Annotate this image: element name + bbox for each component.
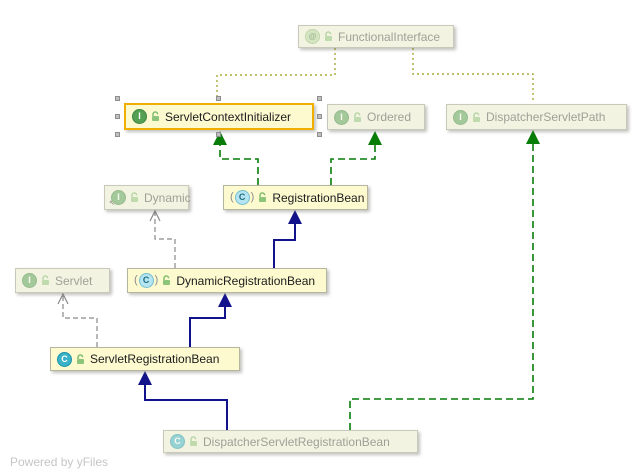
node-label: DynamicRegistrationBean <box>176 273 316 288</box>
node-dispatcher-servlet-registration-bean[interactable]: C DispatcherServletRegistrationBean <box>163 430 418 453</box>
unlocked-lock-icon <box>473 111 480 122</box>
edge-DispatcherServletRegistrationBean-to-ServletRegistrationBean-extends[interactable] <box>138 371 228 430</box>
node-ordered[interactable]: I Ordered <box>327 104 425 130</box>
unlocked-lock-icon <box>152 111 159 121</box>
unlocked-lock-icon <box>354 111 361 122</box>
selection-handle[interactable] <box>216 132 221 137</box>
open-arrowhead <box>57 292 69 305</box>
selection-handle[interactable] <box>115 132 120 137</box>
selection-handle[interactable] <box>317 132 322 137</box>
abstract-class-icon: (C) <box>134 273 159 288</box>
unlocked-lock-icon <box>131 192 138 202</box>
open-arrowhead <box>149 209 161 222</box>
edge-DynamicRegistrationBean-to-RegistrationBean-extends[interactable] <box>273 210 302 268</box>
edge-RegistrationBean-to-Ordered-implements[interactable] <box>330 131 382 185</box>
triangle-arrowhead <box>368 131 382 145</box>
interface-icon: I <box>453 109 468 125</box>
interface-icon: I <box>132 109 147 124</box>
class-icon: C <box>170 434 185 449</box>
node-dynamic-registration-bean[interactable]: (C) DynamicRegistrationBean <box>127 268 327 293</box>
node-dynamic[interactable]: I↖ Dynamic <box>104 185 191 210</box>
edge-DynamicRegistrationBean-to-Dynamic-implements-faded[interactable] <box>149 209 176 268</box>
node-label: FunctionalInterface <box>338 29 441 44</box>
nested-interface-icon: I↖ <box>109 190 126 207</box>
node-label: Ordered <box>367 110 412 124</box>
node-registration-bean[interactable]: (C) RegistrationBean <box>223 185 368 210</box>
selection-handle[interactable] <box>317 114 322 119</box>
node-dispatcher-servlet-path[interactable]: I DispatcherServletPath <box>446 104 627 130</box>
triangle-arrowhead <box>138 371 152 385</box>
selection-handle[interactable] <box>115 114 120 119</box>
node-servlet[interactable]: I Servlet <box>15 268 110 293</box>
nested-arrow-badge: ↖ <box>109 200 115 207</box>
edge-FunctionalInterface-to-DispatcherServletPath-annotation[interactable] <box>412 48 534 103</box>
class-icon: C <box>57 351 72 367</box>
node-servlet-registration-bean[interactable]: C ServletRegistrationBean <box>50 347 240 371</box>
node-functional-interface[interactable]: @ FunctionalInterface <box>298 25 454 48</box>
unlocked-lock-icon <box>163 275 171 285</box>
unlocked-lock-icon <box>77 353 84 364</box>
edge-ServletRegistrationBean-to-DynamicRegistrationBean-extends[interactable] <box>189 293 232 347</box>
selection-handle[interactable] <box>317 96 322 101</box>
edge-ServletRegistrationBean-to-Servlet-implements-faded[interactable] <box>57 292 98 347</box>
triangle-arrowhead <box>218 293 232 307</box>
edge-RegistrationBean-to-ServletContextInitializer-implements[interactable] <box>213 131 259 185</box>
powered-by-yfiles-label: Powered by yFiles <box>10 455 109 469</box>
node-label: RegistrationBean <box>272 190 365 205</box>
node-label: ServletRegistrationBean <box>90 352 220 366</box>
edge-DispatcherServletRegistrationBean-to-DispatcherServletPath-implements[interactable] <box>349 130 540 430</box>
node-label: DispatcherServletRegistrationBean <box>203 434 390 449</box>
selection-handle[interactable] <box>115 96 120 101</box>
unlocked-lock-icon <box>190 436 197 446</box>
node-label: ServletContextInitializer <box>165 109 292 124</box>
annotation-icon: @ <box>305 29 320 44</box>
unlocked-lock-icon <box>325 31 332 41</box>
triangle-arrowhead <box>288 210 302 224</box>
interface-icon: I <box>334 109 349 125</box>
node-servlet-context-initializer[interactable]: I ServletContextInitializer <box>124 103 314 130</box>
unlocked-lock-icon <box>42 275 49 285</box>
interface-icon: I <box>22 273 37 288</box>
selection-handle[interactable] <box>216 96 221 101</box>
triangle-arrowhead <box>526 130 540 144</box>
node-label: Dynamic <box>144 190 191 205</box>
abstract-class-icon: (C) <box>230 190 255 205</box>
node-label: DispatcherServletPath <box>486 110 606 124</box>
edge-FunctionalInterface-to-ServletContextInitializer-annotation[interactable] <box>216 48 336 96</box>
node-label: Servlet <box>55 273 93 288</box>
unlocked-lock-icon <box>259 192 267 202</box>
